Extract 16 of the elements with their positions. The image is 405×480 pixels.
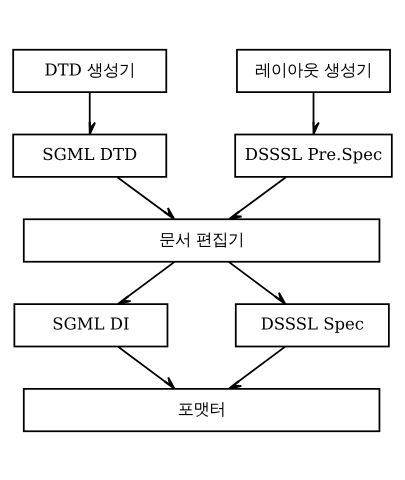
node-box: 레이아웃 생성기 — [236, 48, 391, 92]
arrow — [117, 260, 175, 304]
arrow — [228, 176, 286, 220]
arrow — [228, 260, 286, 304]
node-box: 문서 편집기 — [22, 218, 380, 262]
node-box: DSSSL Spec — [234, 302, 390, 347]
arrow — [228, 346, 286, 390]
arrow — [88, 92, 96, 135]
node-box: 포맷터 — [22, 388, 380, 432]
node-box: DSSSL Pre.Spec — [234, 133, 393, 178]
arrow — [118, 346, 176, 390]
node-box: DTD 생성기 — [12, 48, 168, 92]
arrow — [312, 92, 320, 135]
node-box: SGML DI — [13, 302, 168, 347]
arrow — [116, 176, 176, 220]
node-box: SGML DTD — [12, 133, 168, 178]
